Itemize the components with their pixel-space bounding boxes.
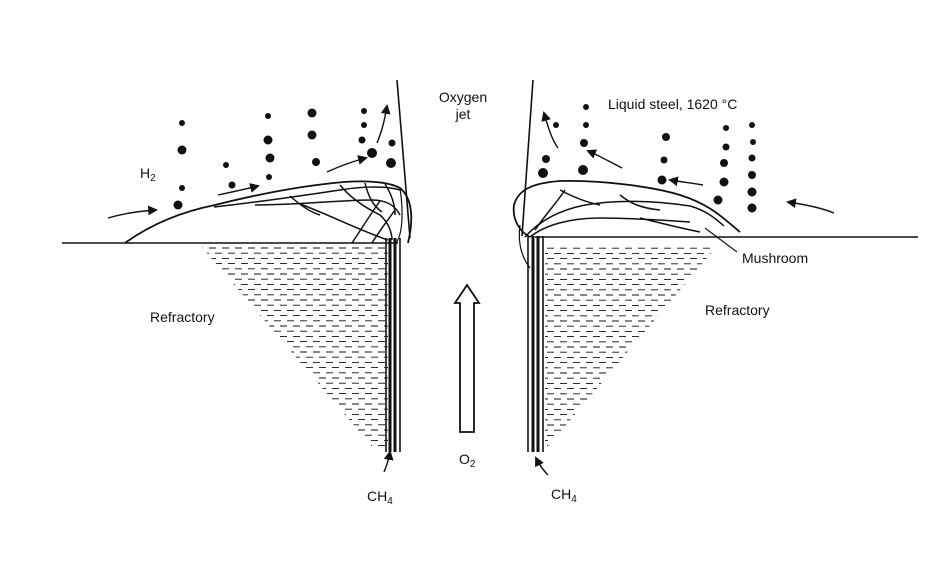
tuyere-pipe-right: [527, 236, 544, 452]
mushroom-label: Mushroom: [742, 250, 809, 266]
flow-arrows: [107, 104, 835, 476]
gas-bubbles-right: [538, 104, 757, 213]
flow-arrow-right-3: [786, 198, 835, 214]
flow-arrow-left-up: [376, 104, 391, 144]
ch4-right-label: CH4: [551, 486, 577, 505]
oxygen-jet-label-line2: jet: [455, 106, 471, 122]
ch4-arrow-left: [383, 450, 394, 473]
flow-arrow-right-2: [668, 176, 704, 187]
oxygen-jet-boundary-left: [396, 79, 411, 239]
mushroom-left: [124, 180, 413, 244]
ch4-arrow-right: [535, 456, 549, 476]
flow-arrow-left-1: [107, 205, 158, 219]
refractory-right-label: Refractory: [705, 302, 770, 318]
flow-arrow-left-2: [217, 183, 260, 196]
ch4-left-label: CH4: [367, 488, 393, 507]
o2-hollow-arrow: [453, 283, 481, 433]
gas-bubbles-left: [173, 108, 396, 210]
flow-arrow-right-up: [541, 111, 559, 149]
o2-label: O2: [459, 451, 476, 470]
oxygen-jet-label-line1: Oxygen: [438, 89, 488, 105]
refractory-hatch-right: [545, 247, 718, 447]
tuyere-pipe-left: [385, 238, 401, 452]
oxygen-jet-label: Oxygen jet: [428, 90, 498, 121]
refractory-left-label: Refractory: [150, 309, 215, 325]
mushroom-right: [512, 179, 741, 269]
h2-label: H2: [140, 165, 156, 184]
flow-arrow-right-1: [586, 149, 623, 169]
liquid-steel-label: Liquid steel, 1620 °C: [608, 96, 738, 112]
oxygen-jet-boundary-right: [521, 79, 534, 237]
refractory-hatch-left: [200, 247, 388, 447]
flow-arrow-left-3: [326, 155, 368, 173]
mushroom-leader-line: [704, 227, 738, 253]
